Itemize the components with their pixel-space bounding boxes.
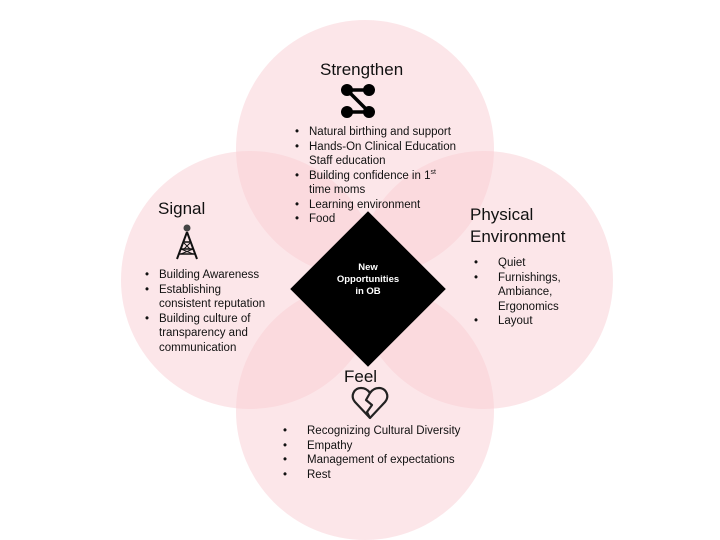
broken-heart-icon <box>351 386 389 420</box>
list-item: Recognizing Cultural Diversity <box>283 424 503 439</box>
list-item: Natural birthing and support <box>295 125 485 140</box>
feel-title: Feel <box>344 367 378 386</box>
radio-tower-icon <box>176 224 198 260</box>
list-item: Food <box>295 212 485 227</box>
physical-environment-list: Quiet Furnishings,Ambiance,Ergonomics La… <box>474 256 594 329</box>
signal-title: Signal <box>158 199 206 218</box>
list-item: Building Awareness <box>145 268 295 283</box>
strengthen-title: Strengthen <box>320 60 404 79</box>
signal-list: Building Awareness Establishingconsisten… <box>145 268 295 355</box>
list-item: Quiet <box>474 256 594 271</box>
list-item: Layout <box>474 314 594 329</box>
connected-nodes-icon <box>341 84 375 118</box>
strengthen-list: Natural birthing and support Hands-On Cl… <box>295 125 485 227</box>
feel-list: Recognizing Cultural Diversity Empathy M… <box>283 424 503 482</box>
list-item: Empathy <box>283 439 503 454</box>
list-item: Learning environment <box>295 198 485 213</box>
list-item: Furnishings,Ambiance,Ergonomics <box>474 271 594 315</box>
list-item: Rest <box>283 468 503 483</box>
center-label: New Opportunities in OB <box>336 262 400 297</box>
list-item: Management of expectations <box>283 453 503 468</box>
